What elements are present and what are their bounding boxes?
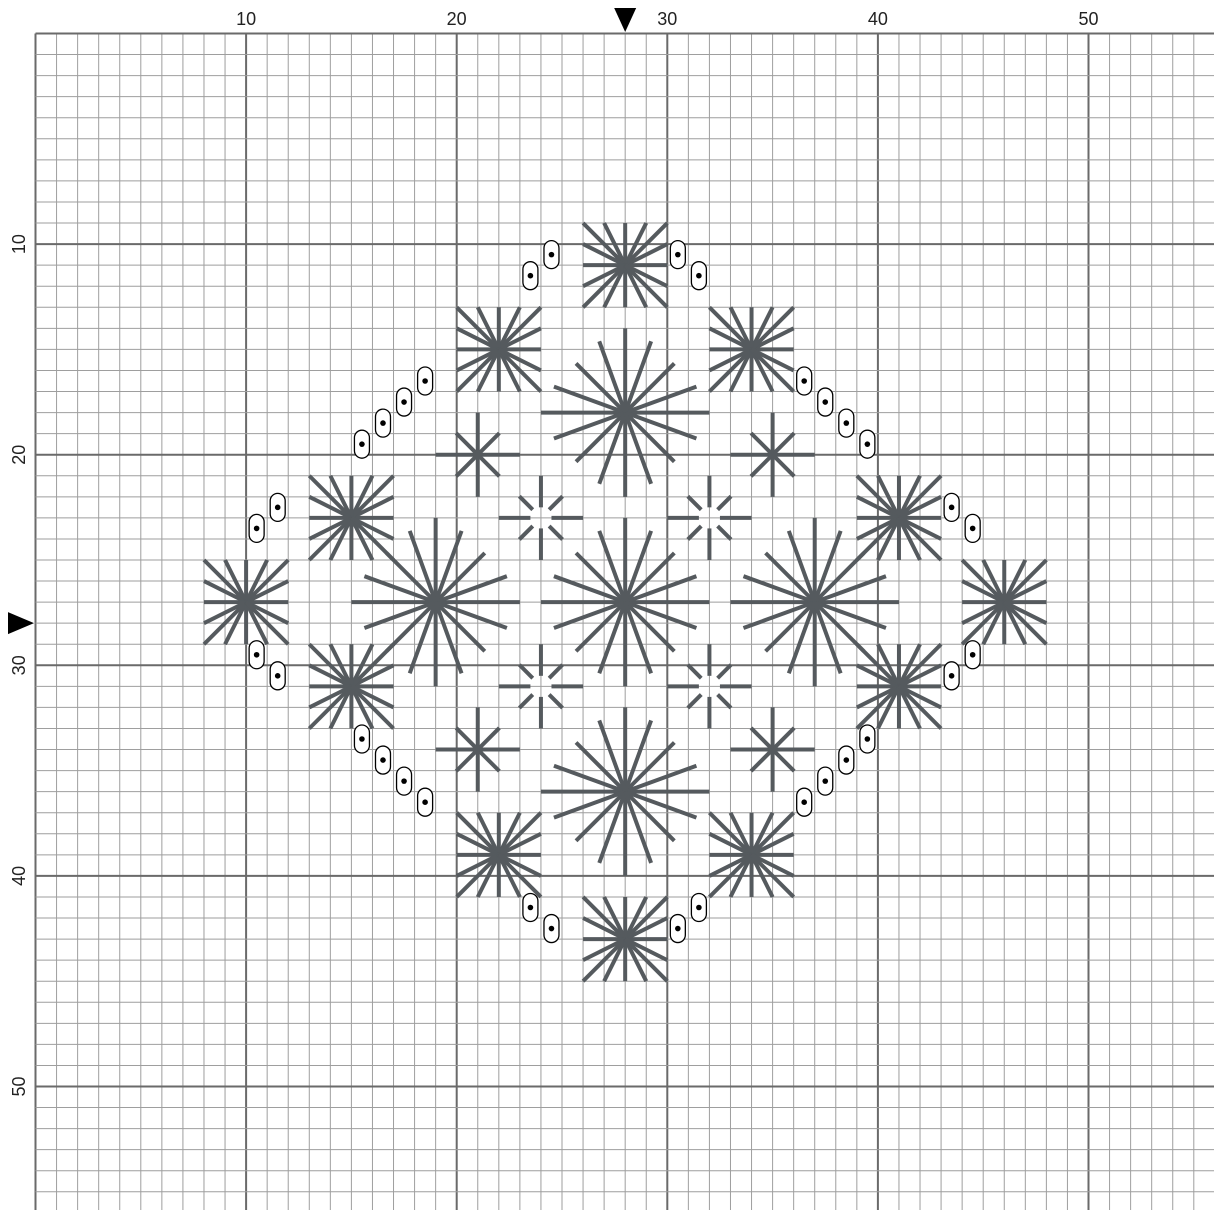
bead-dot — [359, 736, 365, 742]
small-star-stitch — [456, 750, 478, 772]
small-star-stitch — [456, 433, 478, 455]
bead-dot — [254, 652, 260, 658]
bead-dot — [696, 905, 702, 911]
x-tick-label: 50 — [1078, 9, 1098, 29]
small-star-stitch — [456, 728, 478, 750]
bead-dot — [422, 799, 428, 805]
open-star-stitch — [688, 695, 701, 708]
bead-dot — [401, 778, 407, 784]
bead-dot — [801, 378, 807, 384]
x-tick-label: 30 — [657, 9, 677, 29]
bead-dot — [865, 736, 871, 742]
small-star-stitch — [456, 455, 478, 477]
bead-dot — [970, 526, 976, 532]
small-star-stitch — [751, 728, 773, 750]
bead-dot — [970, 652, 976, 658]
bead-dot — [275, 673, 281, 679]
open-star-stitch — [688, 526, 701, 539]
bead-dot — [528, 905, 534, 911]
bead-dot — [949, 505, 955, 511]
bead-dot — [359, 441, 365, 447]
open-star-stitch — [688, 665, 701, 678]
small-star-stitch — [773, 750, 795, 772]
small-star-stitch — [478, 728, 500, 750]
bead-dot — [822, 778, 828, 784]
x-tick-label: 20 — [447, 9, 467, 29]
x-tick-label: 10 — [236, 9, 256, 29]
bead-dot — [422, 378, 428, 384]
bead-dot — [254, 526, 260, 532]
bead-dot — [380, 420, 386, 426]
bead-dot — [275, 505, 281, 511]
bead-dot — [801, 799, 807, 805]
open-star-stitch — [549, 665, 562, 678]
x-tick-label: 40 — [868, 9, 888, 29]
bead-dot — [696, 273, 702, 279]
bead-dot — [549, 926, 555, 932]
bead-dot — [844, 420, 850, 426]
open-star-stitch — [718, 695, 731, 708]
bead-dot — [865, 441, 871, 447]
open-star-stitch — [519, 526, 532, 539]
bead-dot — [528, 273, 534, 279]
open-star-stitch — [688, 496, 701, 509]
center-marker-top — [614, 8, 636, 32]
bead-dot — [401, 399, 407, 405]
center-marker-left — [8, 612, 34, 634]
small-star-stitch — [773, 455, 795, 477]
bead-dot — [549, 252, 555, 258]
small-star-stitch — [751, 750, 773, 772]
bead-dot — [675, 926, 681, 932]
open-star-stitch — [718, 526, 731, 539]
y-tick-label: 10 — [9, 234, 29, 254]
y-tick-label: 50 — [9, 1076, 29, 1096]
bead-dot — [822, 399, 828, 405]
small-star-stitch — [478, 750, 500, 772]
open-star-stitch — [549, 526, 562, 539]
y-tick-label: 40 — [9, 866, 29, 886]
y-tick-label: 30 — [9, 655, 29, 675]
bead-dot — [844, 757, 850, 763]
open-star-stitch — [718, 665, 731, 678]
bead-dot — [675, 252, 681, 258]
small-star-stitch — [751, 433, 773, 455]
small-star-stitch — [751, 455, 773, 477]
small-star-stitch — [773, 433, 795, 455]
small-star-stitch — [478, 433, 500, 455]
open-star-stitch — [718, 496, 731, 509]
small-star-stitch — [478, 455, 500, 477]
open-star-stitch — [549, 695, 562, 708]
bead-dot — [380, 757, 386, 763]
open-star-stitch — [519, 665, 532, 678]
bead-dot — [949, 673, 955, 679]
open-star-stitch — [519, 695, 532, 708]
open-star-stitch — [519, 496, 532, 509]
small-star-stitch — [773, 728, 795, 750]
open-star-stitch — [549, 496, 562, 509]
y-tick-label: 20 — [9, 445, 29, 465]
